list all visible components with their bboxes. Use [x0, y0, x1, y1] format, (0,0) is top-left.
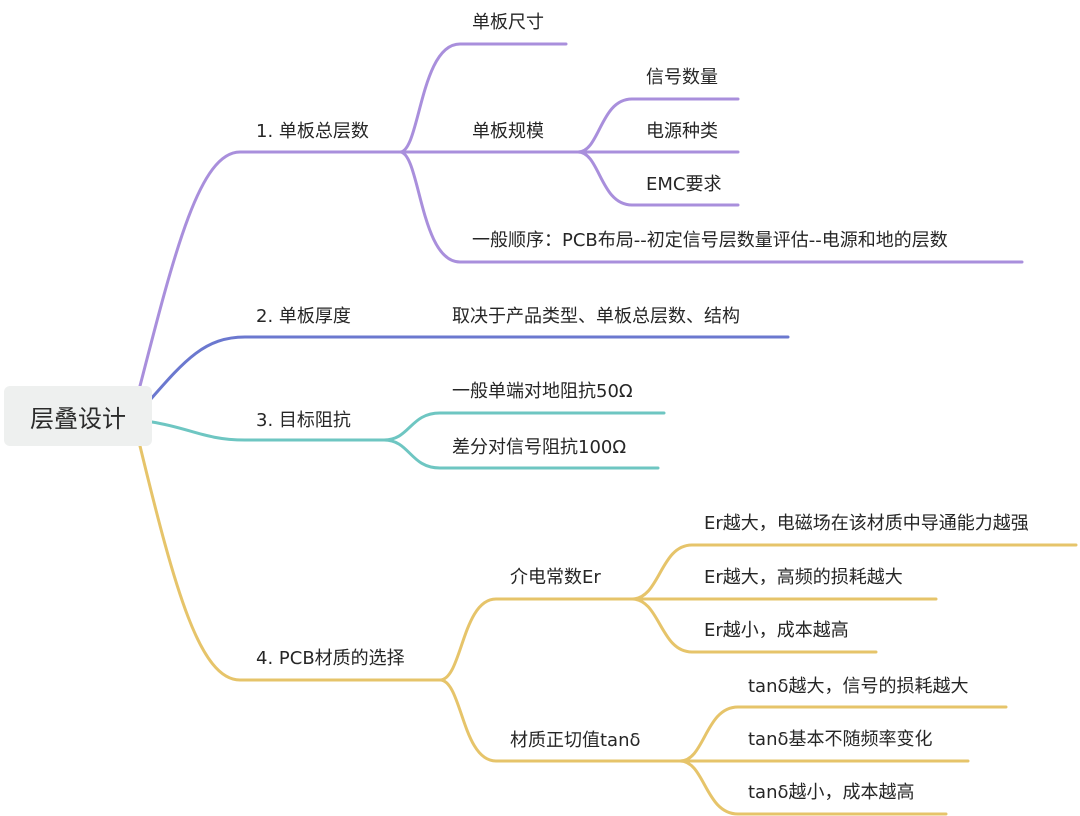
branch-1-lines — [138, 42, 1024, 388]
branch-2-lines — [148, 335, 790, 402]
node-general-order[interactable]: 一般顺序：PCB布局--初定信号层数量评估--电源和地的层数 — [472, 230, 948, 251]
branch-4-lines — [138, 444, 1078, 816]
connector-er-to-child-3 — [630, 597, 878, 654]
node-er-high-freq-loss[interactable]: Er越大，高频的损耗越大 — [704, 567, 903, 588]
node-er-field-conduction[interactable]: Er越大，电磁场在该材质中导通能力越强 — [704, 513, 1029, 534]
branch-4-label[interactable]: 4. PCB材质的选择 — [256, 648, 405, 669]
node-board-size[interactable]: 单板尺寸 — [472, 12, 544, 33]
node-tan-frequency-stable[interactable]: tanδ基本不随频率变化 — [748, 729, 933, 750]
connector-branch-4-to-er — [438, 597, 634, 682]
branch-3-label[interactable]: 3. 目标阻抗 — [256, 410, 351, 431]
connector-root-to-branch-4 — [138, 444, 442, 682]
root-label: 层叠设计 — [30, 404, 126, 433]
node-differential-impedance[interactable]: 差分对信号阻抗100Ω — [452, 437, 627, 458]
connector-tan-to-child-1 — [678, 705, 1008, 763]
connector-tan-to-child-3 — [678, 759, 948, 816]
connector-branch-3-to-differential — [382, 438, 660, 470]
node-emc-requirement[interactable]: EMC要求 — [646, 174, 722, 195]
root-node[interactable]: 层叠设计 — [4, 386, 152, 446]
node-thickness-depends[interactable]: 取决于产品类型、单板总层数、结构 — [452, 306, 740, 327]
node-board-scale[interactable]: 单板规模 — [472, 121, 544, 142]
connector-root-to-branch-2 — [148, 335, 790, 402]
connector-root-to-branch-3 — [150, 420, 386, 442]
connector-branch-1-to-order — [398, 150, 1024, 264]
node-tan-cost[interactable]: tanδ越小，成本越高 — [748, 782, 915, 803]
connector-branch-3-to-single-ended — [382, 411, 666, 442]
branch-1-label[interactable]: 1. 单板总层数 — [256, 121, 369, 142]
node-loss-tangent[interactable]: 材质正切值tanδ — [510, 730, 641, 751]
node-dielectric-constant[interactable]: 介电常数Er — [510, 567, 601, 588]
branch-2-label[interactable]: 2. 单板厚度 — [256, 306, 351, 327]
node-single-ended-impedance[interactable]: 一般单端对地阻抗50Ω — [452, 381, 633, 402]
node-power-types[interactable]: 电源种类 — [646, 121, 718, 142]
connector-scale-to-signal-count — [576, 97, 740, 154]
node-er-cost[interactable]: Er越小，成本越高 — [704, 620, 849, 641]
connector-branch-1-to-size — [398, 42, 568, 154]
node-tan-signal-loss[interactable]: tanδ越大，信号的损耗越大 — [748, 676, 969, 697]
connector-er-to-child-1 — [630, 543, 1078, 601]
connector-scale-to-emc — [576, 150, 740, 207]
connector-root-to-branch-1 — [138, 150, 402, 388]
node-signal-count[interactable]: 信号数量 — [646, 67, 718, 88]
connector-branch-4-to-tan — [438, 678, 682, 763]
branch-3-lines — [150, 411, 666, 470]
